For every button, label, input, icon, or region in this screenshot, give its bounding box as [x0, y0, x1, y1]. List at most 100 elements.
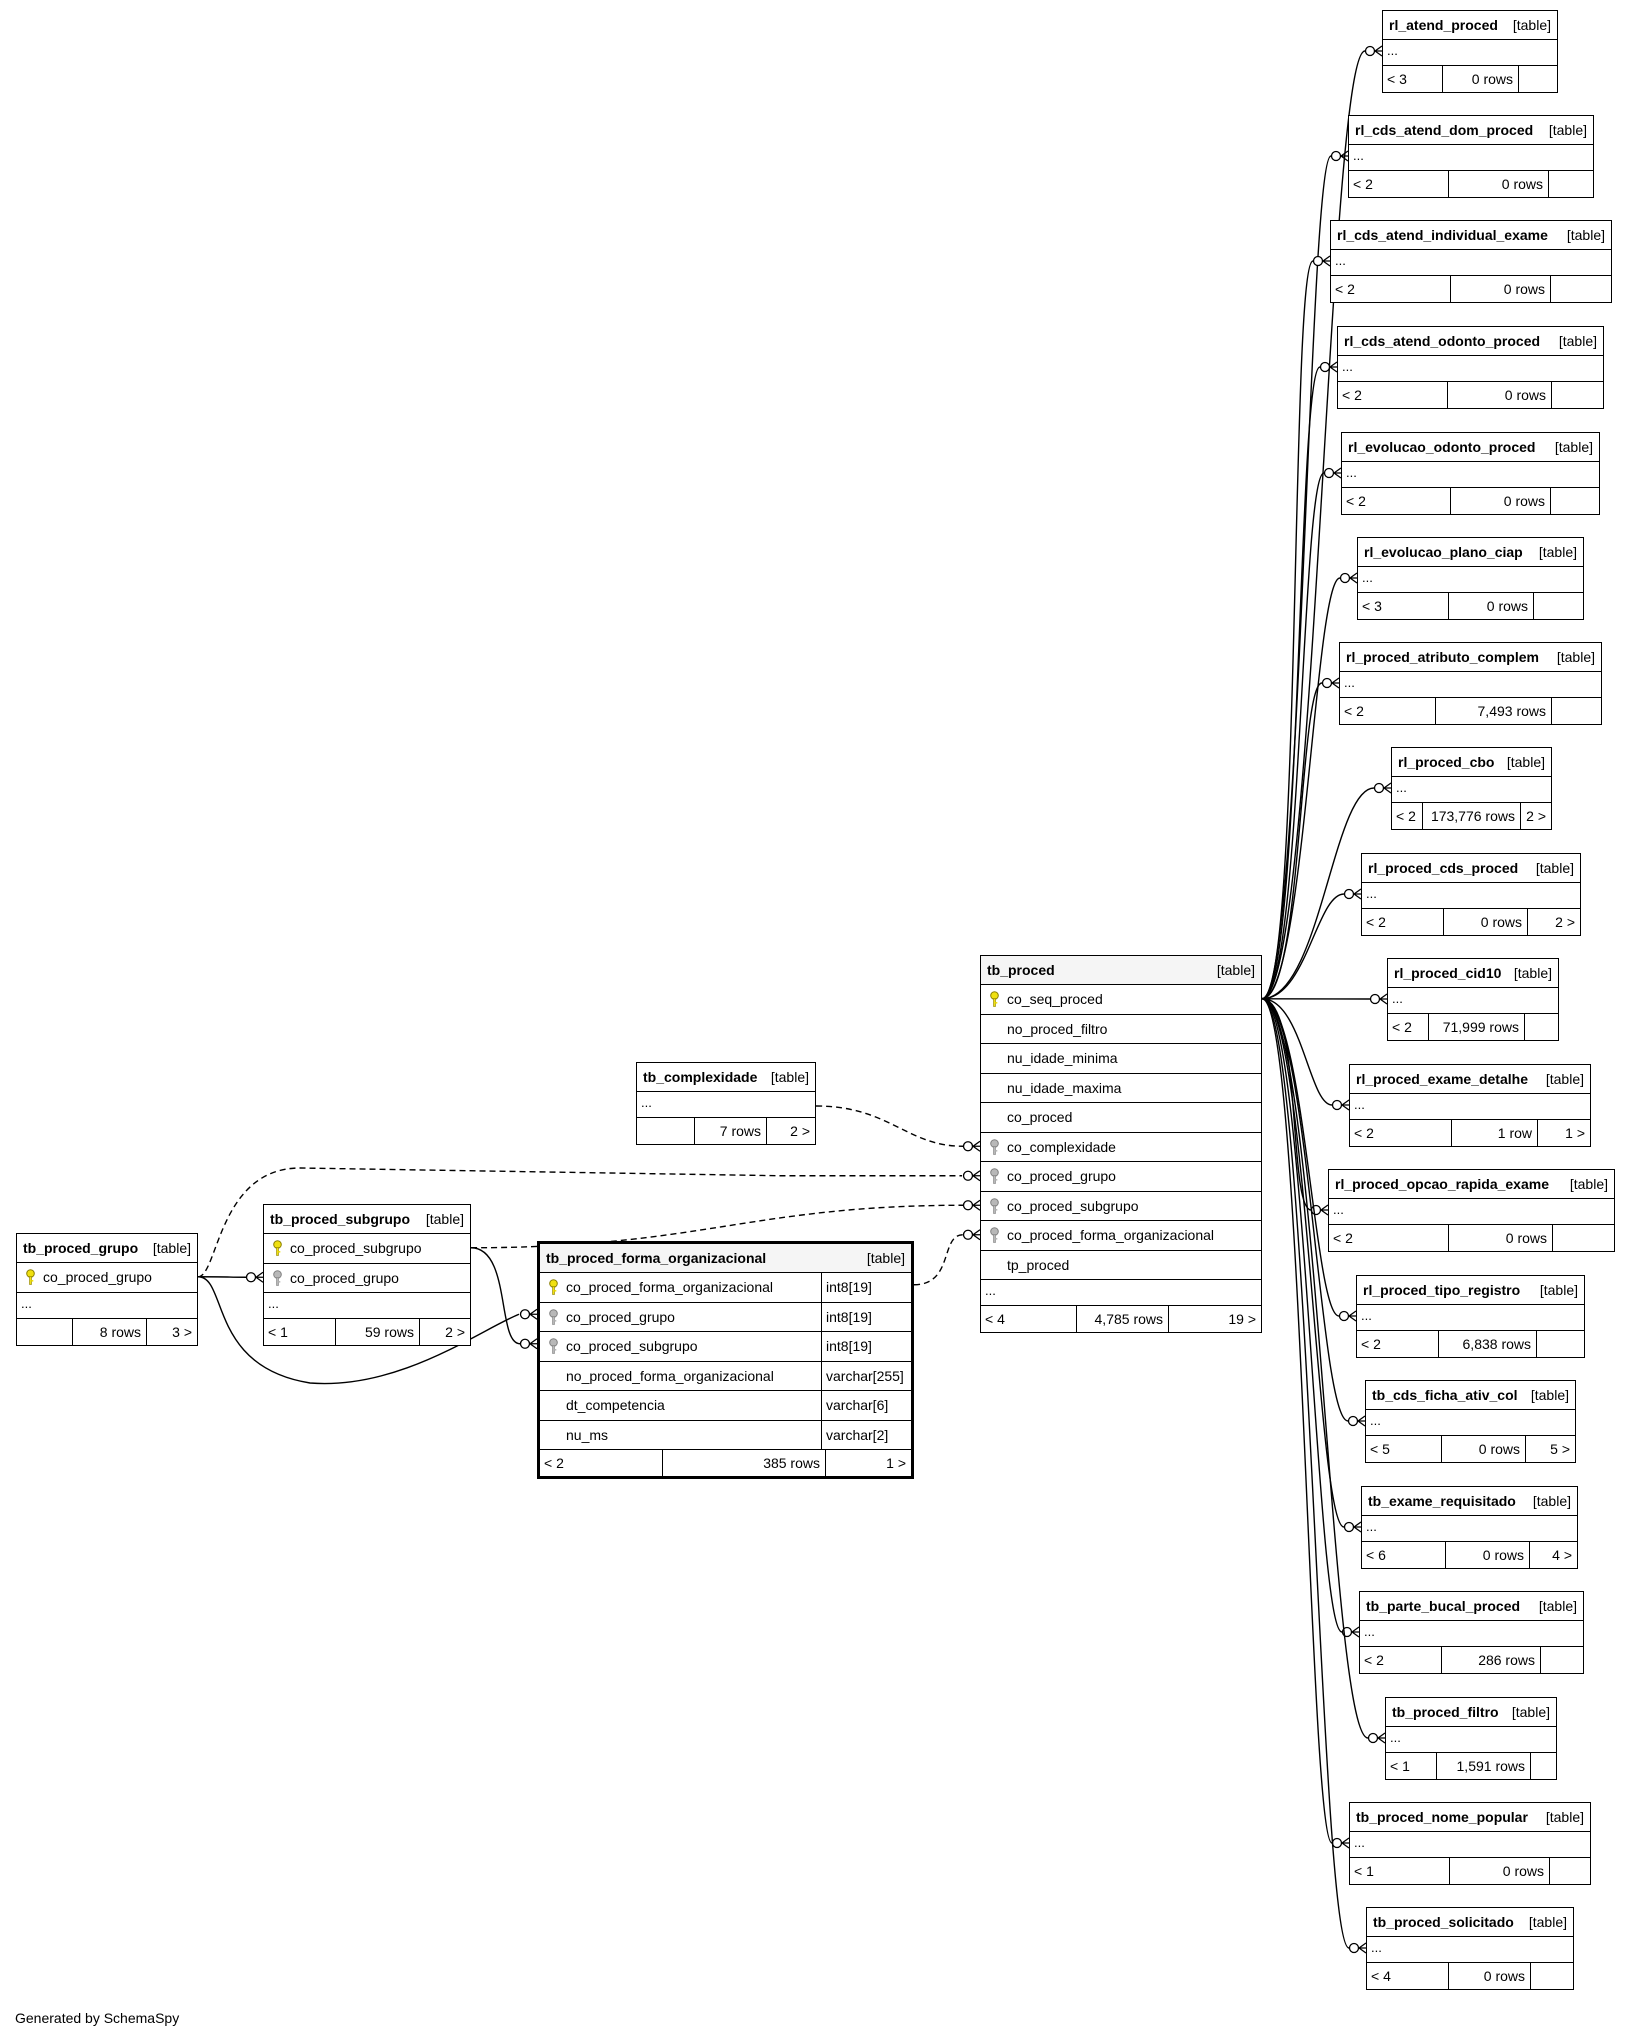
table-column[interactable]: co_proced_subgrupo: [981, 1192, 1261, 1221]
children-count[interactable]: [1541, 1647, 1583, 1673]
table-rl-proced-cid10[interactable]: rl_proced_cid10 [table] ... < 2 71,999 r…: [1387, 958, 1559, 1041]
parents-count[interactable]: < 4: [981, 1306, 1077, 1332]
table-column[interactable]: no_proced_filtro: [981, 1015, 1261, 1044]
table-column[interactable]: tp_proced: [981, 1251, 1261, 1280]
children-count[interactable]: 19 >: [1228, 1311, 1256, 1327]
table-header: tb_exame_requisitado [table]: [1362, 1487, 1577, 1516]
children-count[interactable]: [1550, 1858, 1590, 1884]
table-tb-proced[interactable]: tb_proced [table] co_seq_proced no_proce…: [980, 955, 1262, 1333]
table-tb-parte-bucal-proced[interactable]: tb_parte_bucal_proced [table] ... < 2 28…: [1359, 1591, 1584, 1674]
table-header: tb_complexidade [table]: [637, 1063, 815, 1092]
table-rl-proced-cbo[interactable]: rl_proced_cbo [table] ... < 2 173,776 ro…: [1391, 747, 1552, 830]
table-tb-proced-forma-organizacional[interactable]: tb_proced_forma_organizacional [table] c…: [537, 1241, 914, 1479]
table-rl-evolucao-plano-ciap[interactable]: rl_evolucao_plano_ciap [table] ... < 3 0…: [1357, 537, 1584, 620]
table-tb-proced-subgrupo[interactable]: tb_proced_subgrupo [table] co_proced_sub…: [263, 1204, 471, 1346]
table-rl-evolucao-odonto-proced[interactable]: rl_evolucao_odonto_proced [table] ... < …: [1341, 432, 1600, 515]
parents-count[interactable]: < 2: [1392, 803, 1423, 829]
table-column[interactable]: co_proced_grupo: [264, 1264, 470, 1293]
children-count[interactable]: [1519, 66, 1557, 92]
table-column[interactable]: co_complexidade: [981, 1133, 1261, 1162]
parents-count[interactable]: < 2: [1349, 171, 1449, 197]
crows-foot-icon: [1373, 782, 1392, 794]
children-count[interactable]: [1549, 171, 1593, 197]
row-count: 7,493 rows: [1436, 698, 1552, 724]
parents-count[interactable]: < 1: [1386, 1753, 1437, 1779]
parents-count[interactable]: < 5: [1366, 1436, 1442, 1462]
parents-count[interactable]: < 2: [1388, 1014, 1429, 1040]
children-count[interactable]: 4 >: [1552, 1547, 1572, 1563]
children-count[interactable]: 1 >: [886, 1455, 906, 1471]
table-column[interactable]: nu_idade_maxima: [981, 1074, 1261, 1103]
parents-count[interactable]: < 2: [1329, 1225, 1449, 1251]
children-count[interactable]: [1551, 488, 1599, 514]
table-rl-atend-proced[interactable]: rl_atend_proced [table] ... < 3 0 rows: [1382, 10, 1558, 93]
table-tb-proced-nome-popular[interactable]: tb_proced_nome_popular [table] ... < 1 0…: [1349, 1802, 1591, 1885]
children-count[interactable]: [1531, 1963, 1573, 1989]
table-tb-proced-filtro[interactable]: tb_proced_filtro [table] ... < 1 1,591 r…: [1385, 1697, 1557, 1780]
children-count[interactable]: 2 >: [1526, 808, 1546, 824]
table-rl-proced-tipo-registro[interactable]: rl_proced_tipo_registro [table] ... < 2 …: [1356, 1275, 1585, 1358]
table-column[interactable]: co_proced_forma_organizacional: [981, 1221, 1261, 1251]
table-tb-proced-solicitado[interactable]: tb_proced_solicitado [table] ... < 4 0 r…: [1366, 1907, 1574, 1990]
parents-count[interactable]: < 4: [1367, 1963, 1449, 1989]
table-tb-complexidade[interactable]: tb_complexidade [table] ... 7 rows 2 >: [636, 1062, 816, 1145]
children-count[interactable]: 1 >: [1565, 1125, 1585, 1141]
parents-count[interactable]: < 2: [1342, 488, 1451, 514]
children-count[interactable]: [1534, 593, 1583, 619]
table-column[interactable]: co_proced_subgrupo int8[19]: [540, 1332, 911, 1362]
children-count[interactable]: [1531, 1753, 1556, 1779]
children-count[interactable]: [1552, 698, 1601, 724]
parents-count[interactable]: < 2: [1362, 909, 1444, 935]
parents-count[interactable]: < 1: [1350, 1858, 1450, 1884]
parents-count[interactable]: < 2: [1331, 276, 1451, 302]
table-column[interactable]: nu_idade_minima: [981, 1044, 1261, 1074]
table-rl-cds-atend-odonto-proced[interactable]: rl_cds_atend_odonto_proced [table] ... <…: [1337, 326, 1604, 409]
parents-count[interactable]: < 2: [540, 1450, 663, 1476]
parents-count[interactable]: < 2: [1360, 1647, 1442, 1673]
crows-foot-icon: [1323, 467, 1342, 479]
column-type: int8[19]: [821, 1332, 911, 1361]
table-rl-proced-atributo-complem[interactable]: rl_proced_atributo_complem [table] ... <…: [1339, 642, 1602, 725]
table-type-label: [table]: [1545, 1071, 1584, 1087]
table-rl-proced-cds-proced[interactable]: rl_proced_cds_proced [table] ... < 2 0 r…: [1361, 853, 1581, 936]
parents-count[interactable]: [17, 1318, 73, 1345]
table-rl-proced-exame-detalhe[interactable]: rl_proced_exame_detalhe [table] ... < 2 …: [1349, 1064, 1591, 1147]
children-count[interactable]: [1551, 276, 1611, 302]
table-rl-cds-atend-individual-exame[interactable]: rl_cds_atend_individual_exame [table] ..…: [1330, 220, 1612, 303]
table-column[interactable]: co_proced_grupo int8[19]: [540, 1302, 911, 1332]
children-count[interactable]: 2 >: [1555, 914, 1575, 930]
parents-count[interactable]: < 3: [1358, 593, 1449, 619]
table-column[interactable]: nu_ms varchar[2]: [540, 1420, 911, 1450]
parents-count[interactable]: < 2: [1340, 698, 1436, 724]
table-tb-exame-requisitado[interactable]: tb_exame_requisitado [table] ... < 6 0 r…: [1361, 1486, 1578, 1569]
table-tb-proced-grupo[interactable]: tb_proced_grupo [table] co_proced_grupo …: [16, 1233, 198, 1346]
parents-count[interactable]: < 3: [1383, 66, 1443, 92]
children-count[interactable]: [1537, 1331, 1584, 1357]
children-count[interactable]: [1552, 382, 1603, 408]
table-column[interactable]: no_proced_forma_organizacional varchar[2…: [540, 1361, 911, 1391]
children-count[interactable]: 2 >: [790, 1123, 810, 1139]
table-rl-cds-atend-dom-proced[interactable]: rl_cds_atend_dom_proced [table] ... < 2 …: [1348, 115, 1594, 198]
table-column[interactable]: co_seq_proced: [981, 985, 1261, 1015]
parents-count[interactable]: [637, 1118, 695, 1144]
children-count[interactable]: 3 >: [172, 1323, 192, 1340]
crows-foot-icon: [1348, 1942, 1367, 1954]
parents-count[interactable]: < 2: [1357, 1331, 1439, 1357]
table-rl-proced-opcao-rapida-exame[interactable]: rl_proced_opcao_rapida_exame [table] ...…: [1328, 1169, 1615, 1252]
parents-count[interactable]: < 2: [1338, 382, 1448, 408]
table-column[interactable]: co_proced_subgrupo: [264, 1234, 470, 1264]
table-name: tb_proced_solicitado: [1373, 1914, 1514, 1930]
table-column[interactable]: co_proced_forma_organizacional int8[19]: [540, 1273, 911, 1303]
children-count[interactable]: 2 >: [445, 1324, 465, 1340]
children-count[interactable]: [1525, 1014, 1558, 1040]
table-column[interactable]: co_proced_grupo: [981, 1162, 1261, 1192]
children-count[interactable]: 5 >: [1550, 1441, 1570, 1457]
parents-count[interactable]: < 6: [1362, 1542, 1446, 1568]
table-column[interactable]: dt_competencia varchar[6]: [540, 1391, 911, 1421]
parents-count[interactable]: < 1: [264, 1319, 336, 1345]
table-tb-cds-ficha-ativ-col[interactable]: tb_cds_ficha_ativ_col [table] ... < 5 0 …: [1365, 1380, 1576, 1463]
table-column[interactable]: co_proced_grupo: [17, 1263, 197, 1293]
children-count[interactable]: [1553, 1225, 1614, 1251]
table-column[interactable]: co_proced: [981, 1103, 1261, 1133]
parents-count[interactable]: < 2: [1350, 1120, 1452, 1146]
